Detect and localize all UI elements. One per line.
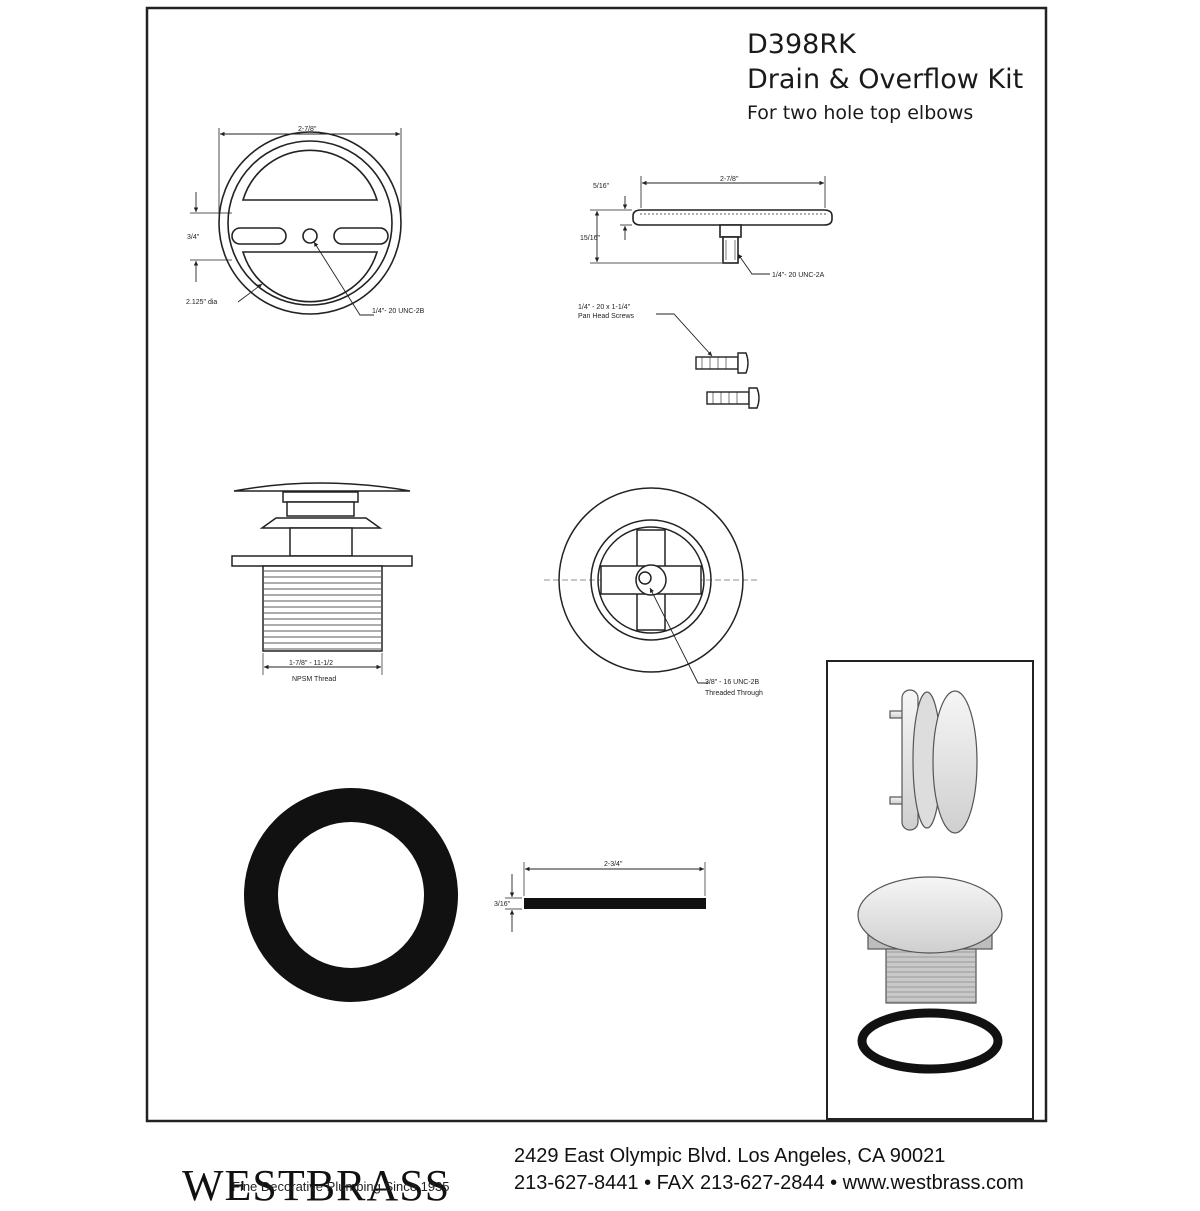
gasket-width-dim: 2-3/4": [604, 861, 623, 868]
drain-thread-size-label: 1-7/8" - 11-1/2: [289, 660, 333, 667]
drain-top-thread-label: 3/8" - 16 UNC-2B: [705, 679, 760, 686]
plate-diameter-dim: 2.125" dia: [186, 299, 217, 306]
screw-size-label: 1/4" - 20 x 1-1/4": [578, 304, 631, 311]
screw-type-label: Pan Head Screws: [578, 313, 635, 320]
company-contact: 213-627-8441 • FAX 213-627-2844 • www.we…: [514, 1172, 1024, 1194]
overflow-cap-drawing: [590, 176, 833, 275]
drain-thread-lines: [264, 570, 381, 650]
title-block: D398RK Drain & Overflow Kit For two hole…: [747, 28, 1023, 128]
cap-stud-thread-label: 1/4"- 20 UNC-2A: [772, 272, 825, 279]
plate-slot-spacing-dim: 3/4": [187, 234, 200, 241]
plate-hole-thread-label: 1/4"- 20 UNC-2B: [372, 308, 425, 315]
drain-body-drawing: [231, 482, 413, 652]
cap-depth-dim: 15/16": [580, 235, 601, 242]
overflow-plate-drawing: [190, 128, 402, 316]
drain-thread-type-label: NPSM Thread: [292, 676, 336, 683]
drain-top-threaded-label: Threaded Through: [705, 690, 763, 697]
overflow-cap-photo: [889, 689, 978, 834]
company-address: 2429 East Olympic Blvd. Los Angeles, CA …: [514, 1145, 946, 1167]
pan-head-screws-drawing: [656, 313, 760, 409]
brand-tagline: Fine Decorative Plumbing Since 1935: [232, 1179, 450, 1194]
model-number: D398RK: [747, 29, 856, 60]
product-subtitle: For two hole top elbows: [747, 102, 974, 124]
sheet-border: [145, 6, 1048, 1123]
product-name: Drain & Overflow Kit: [747, 64, 1024, 95]
drain-top-view-drawing: [544, 487, 758, 684]
drain-photo: [857, 876, 1003, 1074]
cap-thickness-dim: 5/16": [593, 183, 610, 190]
drain-thread-dim: [262, 653, 383, 675]
gasket-side-drawing: [505, 862, 706, 932]
cap-width-dim: 2-7/8": [720, 176, 739, 183]
gasket-ring: [244, 788, 458, 1002]
plate-width-dim: 2-7/8": [298, 126, 317, 133]
gasket-thickness-dim: 3/16": [494, 901, 511, 908]
